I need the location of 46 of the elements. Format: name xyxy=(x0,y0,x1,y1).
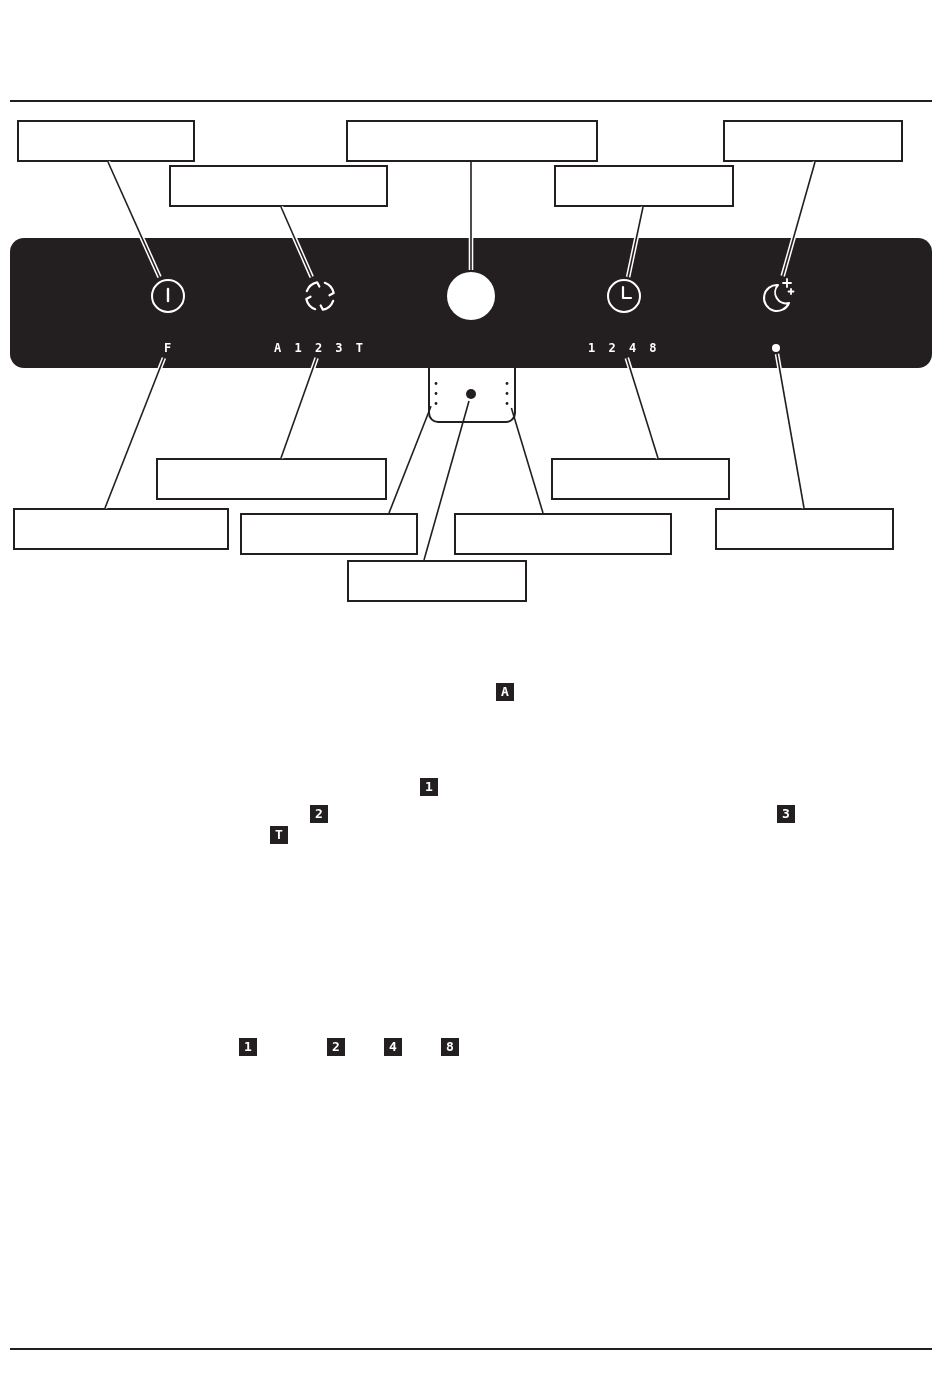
display-character: T xyxy=(270,826,288,844)
power-icon xyxy=(151,279,185,313)
leader-line xyxy=(280,357,318,459)
display-character: 1 xyxy=(420,778,438,796)
callout-box xyxy=(17,120,195,162)
callout-box xyxy=(156,458,387,500)
leader-line xyxy=(781,161,816,277)
leader-line xyxy=(107,161,161,278)
display-character: A xyxy=(496,683,514,701)
callout-box xyxy=(13,508,229,550)
display-character: 2 xyxy=(310,805,328,823)
control-panel xyxy=(10,238,932,368)
callout-box xyxy=(346,120,598,162)
display-text: 1 2 4 8 xyxy=(588,341,660,356)
panel-tab xyxy=(428,368,516,423)
leader-line xyxy=(510,407,544,514)
callout-box xyxy=(347,560,527,602)
display-text: F xyxy=(164,341,172,356)
display-character: 2 xyxy=(327,1038,345,1056)
swirl-icon xyxy=(303,279,337,313)
display-character: 4 xyxy=(384,1038,402,1056)
leader-line xyxy=(470,161,472,271)
round-button xyxy=(447,272,495,320)
callout-box xyxy=(715,508,894,550)
leader-line xyxy=(280,206,313,278)
dot-icon xyxy=(772,344,780,352)
callout-box xyxy=(723,120,903,162)
display-character: 3 xyxy=(777,805,795,823)
leader-line xyxy=(627,206,644,278)
dots-icon xyxy=(504,381,510,406)
clock-icon xyxy=(607,279,641,313)
display-character: 8 xyxy=(441,1038,459,1056)
dots-icon xyxy=(433,381,439,406)
leader-line xyxy=(776,353,805,509)
callout-box xyxy=(454,513,672,555)
callout-box xyxy=(554,165,734,207)
leader-line xyxy=(423,400,470,561)
dot-icon xyxy=(466,389,476,399)
callout-box xyxy=(551,458,730,500)
leader-line xyxy=(626,357,659,459)
callout-box xyxy=(169,165,388,207)
leader-line xyxy=(388,405,432,514)
leader-line xyxy=(104,357,165,509)
callout-box xyxy=(240,513,418,555)
display-text: A 1 2 3 T xyxy=(274,341,367,356)
display-character: 1 xyxy=(239,1038,257,1056)
